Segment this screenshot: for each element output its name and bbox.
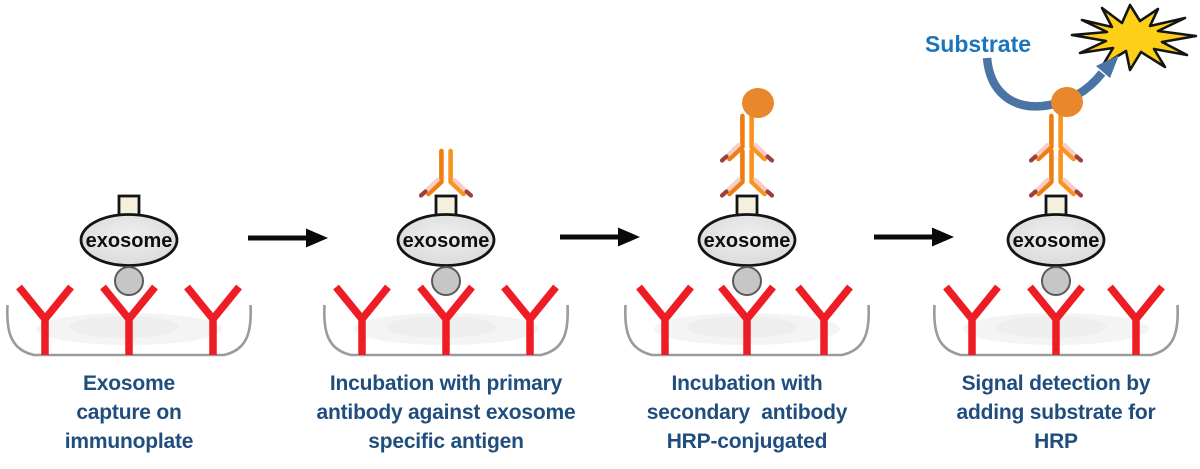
exosome-vesicle [79, 213, 179, 267]
hrp-enzyme-ball [1051, 87, 1083, 117]
step2-illustration: exosome [322, 151, 570, 355]
secondary-antibody-icon [722, 116, 772, 161]
exosome-label: exosome [86, 230, 173, 252]
substrate-curve-arrow [982, 57, 1106, 111]
exosome-vesicle [396, 213, 496, 267]
step4-caption: Signal detection by adding substrate for… [956, 372, 1156, 453]
surface-antigen-circle [431, 266, 461, 296]
exosome-label: exosome [403, 230, 490, 252]
step1-caption: Exosome capture on immunoplate [64, 372, 194, 453]
step-arrow-icon [560, 228, 640, 247]
signal-burst-icon [1070, 3, 1198, 72]
exosome-vesicle [697, 213, 797, 267]
surface-antigen-circle [1041, 266, 1071, 296]
secondary-antibody-icon [1031, 116, 1081, 161]
hrp-enzyme-ball [742, 88, 774, 118]
step4-illustration: exosome [932, 3, 1198, 355]
primary-antibody-icon [421, 151, 471, 196]
substrate-label: Substrate [924, 31, 1032, 57]
exosome-vesicle [1006, 213, 1106, 267]
step3-illustration: exosome [623, 88, 871, 355]
step3-caption: Incubation with secondary antibody HRP-c… [646, 372, 848, 453]
step-arrow-icon [874, 228, 954, 247]
surface-antigen-circle [114, 266, 144, 296]
step1-illustration: exosome [5, 194, 253, 355]
step-arrow-icon [248, 229, 328, 248]
exosome-label: exosome [704, 230, 791, 252]
substrate-arrowhead-icon [1096, 55, 1119, 78]
exosome-label: exosome [1013, 230, 1100, 252]
surface-antigen-circle [732, 266, 762, 296]
step2-caption: Incubation with primary antibody against… [316, 372, 576, 453]
